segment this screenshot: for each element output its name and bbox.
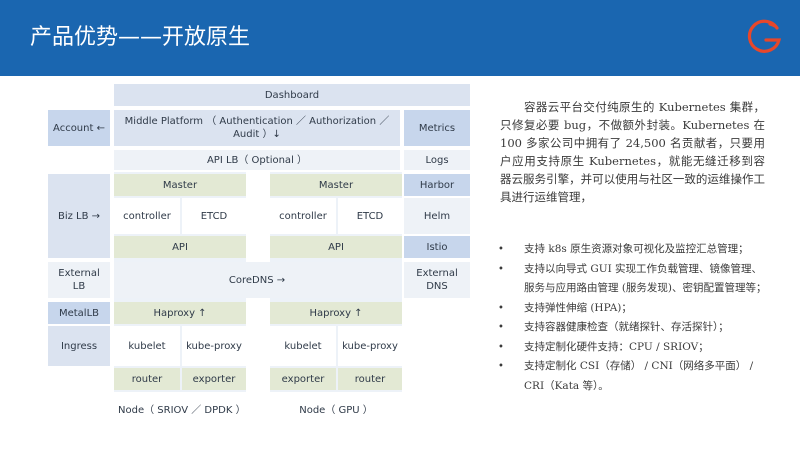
master-right-box: Master [270,174,402,196]
bullet-dot-icon: • [498,341,504,353]
exporter-right-box: exporter [270,368,336,390]
bullet-dot-icon: • [498,322,504,333]
description-paragraph: 容器云平台交付纯原生的 Kubernetes 集群，只修复必要 bug，不做额外… [500,100,765,204]
feature-item: • 支持定制化硬件支持：CPU / SRIOV； [498,338,768,358]
page-title: 产品优势——开放原生 [30,25,251,50]
helm-box: Helm [404,198,470,234]
feature-item: • 支持容器健康检查（就绪探针、存活探针）； [498,318,768,338]
title-bar: 产品优势——开放原生 [0,0,800,76]
feature-text: 支持定制化硬件支持：CPU / SRIOV； [524,340,709,353]
router-left-box: router [114,368,180,390]
kubelet-left-box: kubelet [114,326,180,366]
metrics-box: Metrics [404,110,470,146]
api-lb-box: API LB（ Optional ） [114,150,400,170]
etcd-right-box: ETCD [338,198,402,234]
bullet-dot-icon: • [498,244,504,255]
etcd-left-box: ETCD [182,198,246,234]
external-lb-box: External LB [48,262,110,298]
feature-text: 支持容器健康检查（就绪探针、存活探针）； [524,321,729,333]
api-right-box: API [270,236,402,258]
kubelet-right-box: kubelet [270,326,336,366]
metallb-box: MetalLB [48,302,110,324]
logs-box: Logs [404,150,470,170]
external-dns-box: External DNS [404,262,470,298]
feature-item: • 支持以向导式 GUI 实现工作负载管理、镜像管理、服务与应用路由管理 (服务发… [498,260,768,299]
feature-text: 支持定制化 CSI（存储） / CNI（网络多平面） / CRI（Kata 等）… [524,360,754,392]
ingress-box: Ingress [48,326,110,366]
company-logo-icon [747,19,782,53]
haproxy-left-box: Haproxy ↑ [114,302,246,324]
coredns-box: CoreDNS → [114,262,400,298]
dashboard-box: Dashboard [114,84,470,106]
feature-text: 支持弹性伸缩 (HPA)； [524,301,632,314]
bullet-dot-icon: • [498,302,504,314]
bullet-dot-icon: • [498,361,504,372]
harbor-box: Harbor [404,174,470,196]
kube-proxy-left-box: kube-proxy [182,326,246,366]
master-left-box: Master [114,174,246,196]
kube-proxy-right-box: kube-proxy [338,326,402,366]
node-right-box: Node（ GPU ） [270,392,402,428]
account-box: Account ← [48,110,110,146]
controller-right-box: controller [270,198,336,234]
feature-text: 支持以向导式 GUI 实现工作负载管理、镜像管理、服务与应用路由管理 (服务发现… [524,262,767,295]
api-left-box: API [114,236,246,258]
haproxy-right-box: Haproxy ↑ [270,302,402,324]
istio-box: Istio [404,236,470,258]
feature-item: • 支持定制化 CSI（存储） / CNI（网络多平面） / CRI（Kata 等… [498,357,768,396]
router-right-box: router [338,368,402,390]
node-left-box: Node（ SRIOV ／ DPDK ） [114,392,246,428]
bullet-dot-icon: • [498,263,504,275]
controller-left-box: controller [114,198,180,234]
middle-platform-box: Middle Platform （ Authentication ／ Autho… [114,110,400,146]
exporter-left-box: exporter [182,368,246,390]
feature-item: • 支持弹性伸缩 (HPA)； [498,299,768,319]
biz-lb-box: Biz LB → [48,174,110,258]
feature-list: • 支持 k8s 原生资源对象可视化及监控汇总管理； • 支持以向导式 GUI 实现… [498,240,768,396]
feature-text: 支持 k8s 原生资源对象可视化及监控汇总管理； [524,243,749,255]
feature-item: • 支持 k8s 原生资源对象可视化及监控汇总管理； [498,240,768,260]
